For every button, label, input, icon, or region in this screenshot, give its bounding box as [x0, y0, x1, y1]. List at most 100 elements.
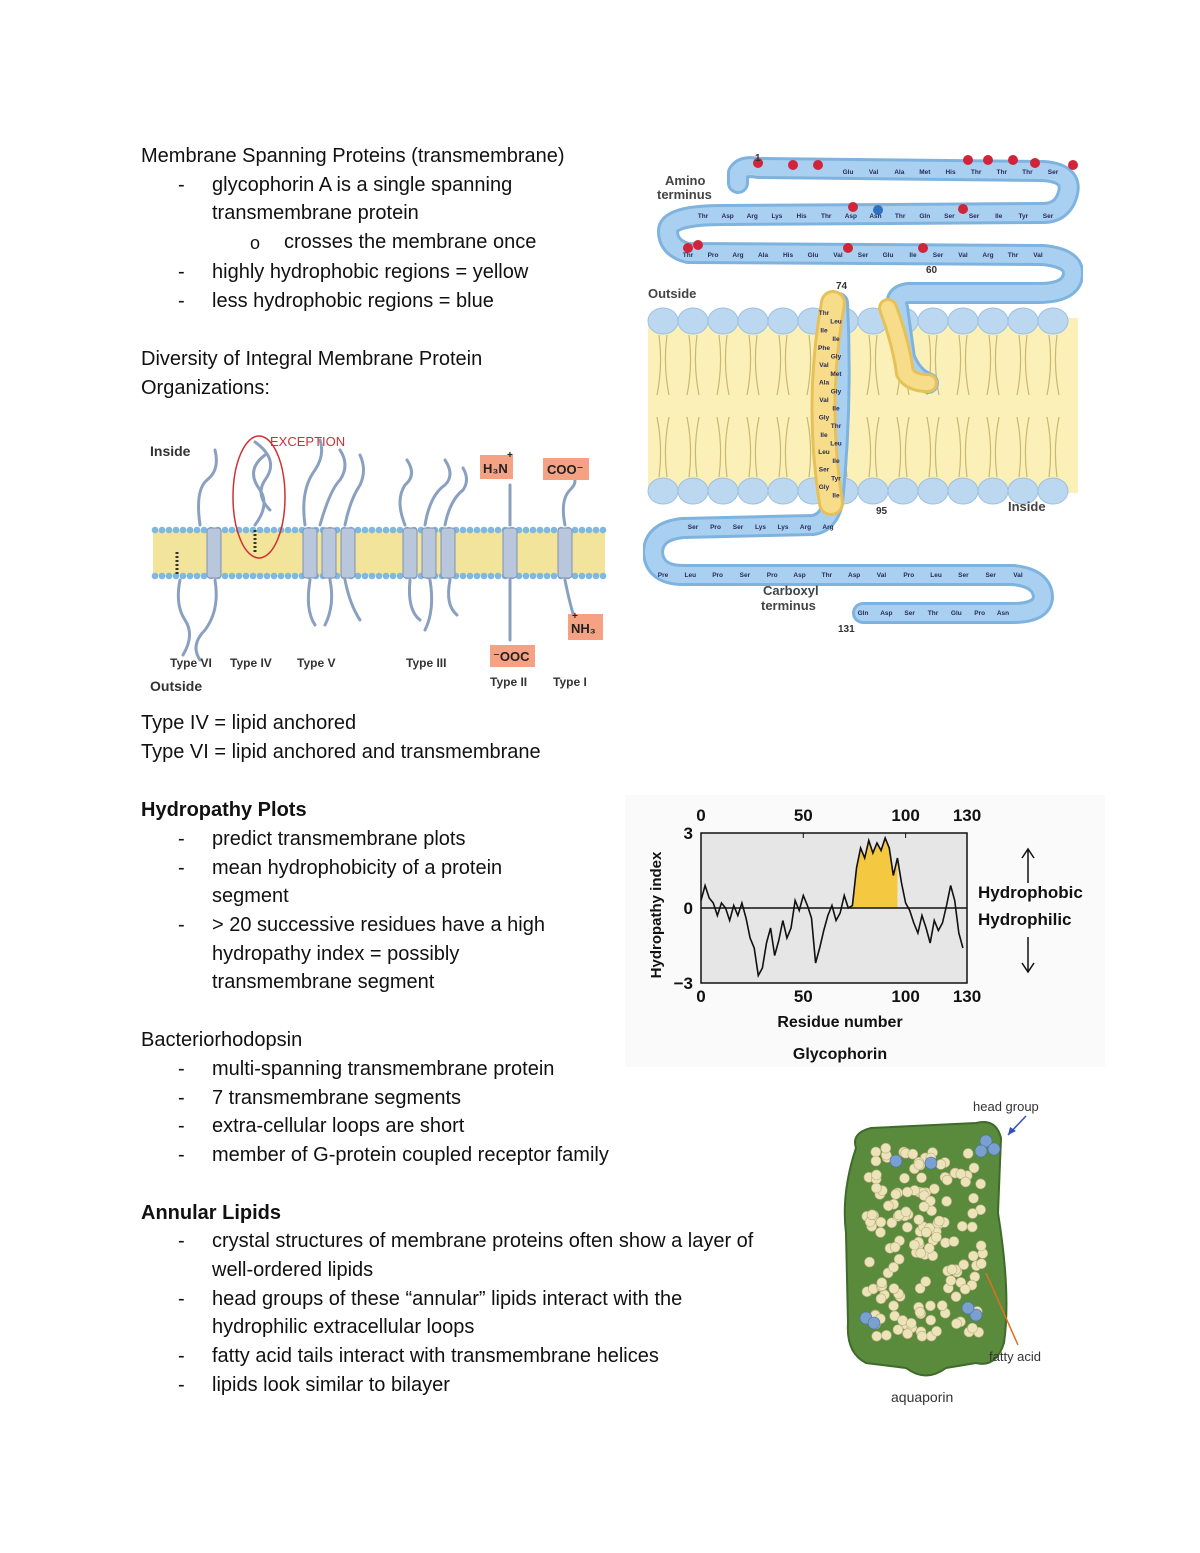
bullet-dash: -	[178, 857, 185, 879]
lipid-head	[707, 477, 739, 505]
lipid-head	[543, 526, 551, 534]
lipid-head	[221, 526, 229, 534]
residue-1-label: 1	[755, 153, 761, 164]
bullet-dash: -	[178, 828, 185, 850]
membrane-spanning-heading: Membrane Spanning Proteins (transmembran…	[141, 145, 565, 167]
aquaporin-caption: aquaporin	[891, 1389, 953, 1405]
fatty-acid-sphere	[888, 1262, 899, 1273]
fatty-acid-sphere	[889, 1241, 901, 1253]
residue-label: Leu	[830, 441, 842, 448]
glycosylation-dot	[1008, 155, 1018, 165]
residue-label: Ser	[985, 572, 996, 579]
fatty-acid-sphere	[918, 1201, 930, 1212]
head-group-sphere	[987, 1142, 1001, 1156]
bullet-text: lipids look similar to bilayer	[212, 1374, 450, 1396]
head-group-sphere	[961, 1301, 975, 1315]
lipid-head	[459, 526, 467, 534]
bullet-text: segment	[212, 885, 289, 907]
residue-label: Ser	[688, 524, 699, 531]
lipid-head	[165, 572, 173, 580]
fatty-acid-sphere	[875, 1227, 886, 1238]
protein-chains	[176, 438, 577, 662]
x-axis-label: Residue number	[777, 1014, 902, 1031]
hydropathy-heading: Hydropathy Plots	[141, 799, 307, 821]
lipid-head	[599, 526, 607, 534]
lipid-head	[291, 572, 299, 580]
residue-label: Pro	[710, 524, 721, 531]
residue-label: Glu	[808, 252, 819, 259]
lipid-tail	[746, 334, 760, 478]
outside-label: Outside	[150, 678, 202, 694]
residue-label: Gly	[831, 388, 842, 395]
residue-label: Val	[1033, 252, 1043, 259]
lipid-head	[647, 477, 679, 505]
lipid-head	[200, 526, 208, 534]
sub-bullet-marker: o	[250, 233, 261, 253]
hydrophobic-segment-fill	[850, 838, 898, 908]
lipid-head	[536, 572, 544, 580]
lipid-head	[389, 526, 397, 534]
lipid-head	[256, 526, 264, 534]
residue-label: Ile	[820, 327, 828, 334]
lipid-head	[193, 572, 201, 580]
residue-label: Ser	[933, 252, 944, 259]
lipid-head	[473, 526, 481, 534]
bullet-text: hydrophilic extracellular loops	[212, 1316, 475, 1338]
residue-label: Thr	[1008, 252, 1019, 259]
lipid-head	[522, 526, 530, 534]
x-tick-label-bottom: 130	[953, 987, 981, 1006]
type-iv-note: Type IV = lipid anchored	[141, 712, 357, 734]
lipid-head	[263, 526, 271, 534]
helix-coils	[206, 527, 573, 579]
bullet-text: member of G-protein coupled receptor fam…	[212, 1144, 609, 1166]
residue-label: Ile	[832, 336, 840, 343]
glycosylation-dot	[683, 243, 693, 253]
bullet-text: hydropathy index = possibly	[212, 943, 460, 965]
residue-label: Met	[830, 371, 842, 378]
residue-label: Ile	[832, 406, 840, 413]
lipid-head	[165, 526, 173, 534]
x-tick-label-top: 130	[953, 806, 981, 825]
down-arrow-icon	[1021, 937, 1035, 974]
fatty-acid-sphere	[902, 1221, 913, 1233]
lipid-head	[857, 477, 889, 505]
residue-label: Val	[819, 397, 829, 404]
lipid-tail	[656, 334, 670, 478]
residue-label: Ser	[958, 572, 969, 579]
bullet-dash: -	[178, 1345, 185, 1367]
fatty-acid-sphere	[941, 1196, 952, 1207]
protein-chain	[643, 156, 1083, 624]
residue-label: Val	[869, 169, 879, 176]
lipid-head	[571, 572, 579, 580]
lipid-head	[459, 572, 467, 580]
fatty-acid-sphere	[888, 1283, 900, 1294]
lipid-head	[221, 572, 229, 580]
lipid-head	[396, 526, 404, 534]
residue-label: Arg	[982, 252, 993, 259]
lipid-tail	[1016, 334, 1030, 478]
h3n-plus: +	[507, 450, 513, 461]
residue-label: Val	[819, 362, 829, 369]
lipid-head	[917, 477, 949, 505]
residue-label: Leu	[830, 319, 842, 326]
nh3-label: NH₃	[571, 621, 596, 636]
head-group-sphere	[889, 1154, 903, 1168]
lipid-head	[235, 572, 243, 580]
residue-label: Asn	[869, 213, 881, 220]
chart-title: Glycophorin	[793, 1046, 887, 1063]
fatty-acid-sphere	[920, 1227, 932, 1238]
lipid-head	[242, 526, 250, 534]
glycosylation-dot	[788, 160, 798, 170]
bullet-dash: -	[178, 1374, 185, 1396]
type-v-label: Type V	[297, 656, 335, 670]
lipid-head	[200, 572, 208, 580]
residue-label: His	[783, 252, 794, 259]
residue-60-label: 60	[926, 265, 938, 276]
fatty-acid-sphere	[899, 1172, 910, 1184]
bullet-dash: -	[178, 1115, 185, 1137]
fatty-acid-sphere	[875, 1293, 887, 1305]
residue-label: Ala	[819, 380, 830, 387]
membrane-protein-types-figure: EXCEPTION Inside Outside H₃N + COO⁻ ⁻OOC…	[150, 434, 607, 694]
